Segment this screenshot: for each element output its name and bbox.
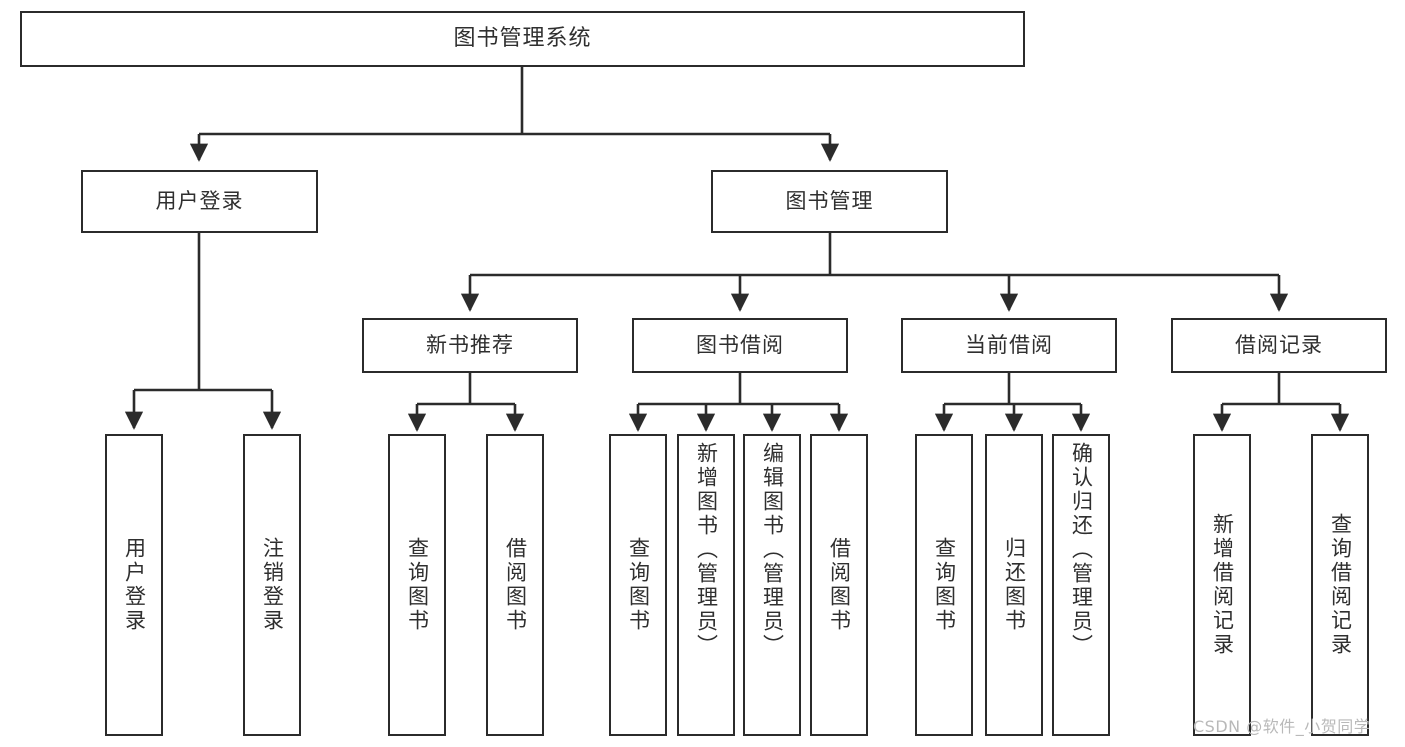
node-current-borrow[interactable]: 当前借阅 (901, 318, 1117, 373)
node-label: 用户登录 (122, 537, 147, 633)
node-label: 借阅图书 (827, 537, 852, 633)
node-label: 编辑图书（管理员） (760, 442, 785, 658)
leaf-records-add-record[interactable]: 新增借阅记录 (1193, 434, 1251, 736)
node-book-borrow[interactable]: 图书借阅 (632, 318, 848, 373)
node-label: 查询图书 (932, 537, 957, 633)
node-label: 借阅记录 (1235, 333, 1323, 358)
node-label: 注销登录 (260, 537, 285, 633)
leaf-current-query-book[interactable]: 查询图书 (915, 434, 973, 736)
node-label: 图书借阅 (696, 333, 784, 358)
node-book-management[interactable]: 图书管理 (711, 170, 948, 233)
node-root-system[interactable]: 图书管理系统 (20, 11, 1025, 67)
node-label: 借阅图书 (503, 537, 528, 633)
node-label: 归还图书 (1002, 537, 1027, 633)
leaf-recommend-borrow-book[interactable]: 借阅图书 (486, 434, 544, 736)
node-user-login[interactable]: 用户登录 (81, 170, 318, 233)
node-label: 确认归还（管理员） (1069, 442, 1094, 658)
leaf-borrow-borrow-book[interactable]: 借阅图书 (810, 434, 868, 736)
node-label: 新书推荐 (426, 333, 514, 358)
leaf-user-login-logout[interactable]: 注销登录 (243, 434, 301, 736)
node-label: 用户登录 (155, 189, 244, 214)
node-label: 新增图书（管理员） (694, 442, 719, 658)
node-label: 新增借阅记录 (1210, 513, 1235, 657)
node-borrow-records[interactable]: 借阅记录 (1171, 318, 1387, 373)
leaf-current-return-book[interactable]: 归还图书 (985, 434, 1043, 736)
leaf-recommend-query-book[interactable]: 查询图书 (388, 434, 446, 736)
leaf-borrow-edit-book-admin[interactable]: 编辑图书（管理员） (743, 434, 801, 736)
node-label: 查询借阅记录 (1328, 513, 1353, 657)
node-label: 当前借阅 (965, 333, 1053, 358)
leaf-borrow-add-book-admin[interactable]: 新增图书（管理员） (677, 434, 735, 736)
leaf-user-login-login[interactable]: 用户登录 (105, 434, 163, 736)
node-new-book-recommend[interactable]: 新书推荐 (362, 318, 578, 373)
leaf-current-confirm-return-admin[interactable]: 确认归还（管理员） (1052, 434, 1110, 736)
node-label: 图书管理 (785, 189, 874, 214)
node-label: 查询图书 (626, 537, 651, 633)
leaf-records-query-record[interactable]: 查询借阅记录 (1311, 434, 1369, 736)
csdn-watermark: CSDN @软件_小贺同学 (1193, 717, 1371, 736)
node-label: 图书管理系统 (453, 26, 592, 52)
leaf-borrow-query-book[interactable]: 查询图书 (609, 434, 667, 736)
node-label: 查询图书 (405, 537, 430, 633)
